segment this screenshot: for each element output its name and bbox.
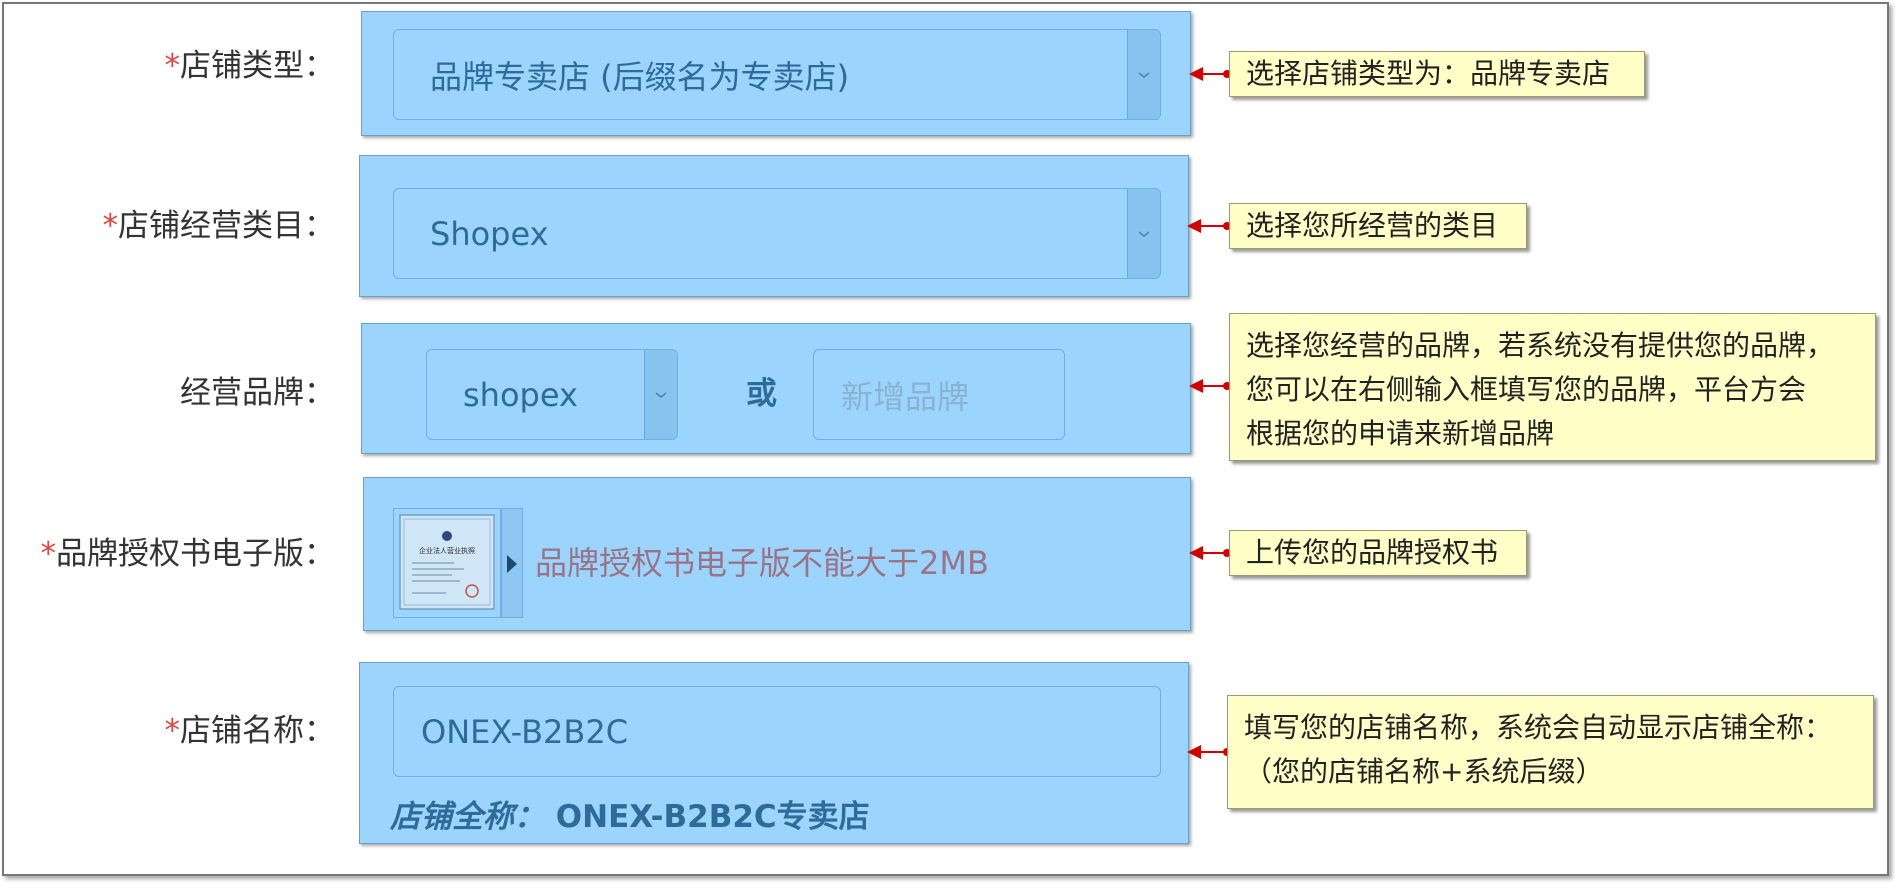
license-thumbnail[interactable]: 企业法人营业执照 (393, 508, 501, 618)
license-tip: 上传您的品牌授权书 (1229, 530, 1527, 576)
chevron-down-icon (1138, 71, 1150, 78)
license-size-hint: 品牌授权书电子版不能大于2MB (535, 544, 989, 582)
license-document-image: 企业法人营业执照 (399, 514, 495, 610)
required-mark: * (164, 713, 181, 749)
new-brand-input[interactable]: 新增品牌 (813, 349, 1065, 440)
store-name-value: ONEX-B2B2C (421, 712, 629, 751)
brand-panel: shopex 或 新增品牌 (361, 323, 1191, 454)
store-type-panel: 品牌专卖店 (后缀名为专卖店) (361, 11, 1191, 136)
store-name-panel: ONEX-B2B2C 店铺全称： ONEX-B2B2C专卖店 (359, 662, 1189, 844)
dropdown-toggle[interactable] (1127, 30, 1160, 119)
license-title: 企业法人营业执照 (419, 546, 475, 555)
store-full-name: 店铺全称： ONEX-B2B2C专卖店 (390, 791, 870, 836)
store-name-label: *店铺名称： (164, 713, 336, 749)
store-name-input[interactable]: ONEX-B2B2C (393, 686, 1161, 777)
pointer-arrow (1189, 546, 1229, 560)
brand-select[interactable]: shopex (426, 349, 678, 440)
brand-value: shopex (463, 375, 578, 414)
license-panel: 企业法人营业执照 品牌授权书电子版不能大于2MB (363, 477, 1191, 631)
pointer-arrow (1189, 379, 1229, 393)
category-value: Shopex (430, 214, 549, 253)
store-type-select[interactable]: 品牌专卖店 (后缀名为专卖店) (393, 29, 1161, 120)
upload-expand[interactable] (501, 508, 523, 618)
store-type-tip: 选择店铺类型为：品牌专卖店 (1229, 51, 1645, 97)
category-tip: 选择您所经营的类目 (1229, 203, 1527, 249)
full-name-value: ONEX-B2B2C专卖店 (555, 799, 870, 835)
pointer-arrow (1187, 219, 1229, 233)
pointer-arrow (1187, 745, 1229, 759)
required-mark: * (40, 536, 57, 572)
required-mark: * (164, 48, 181, 84)
full-name-key: 店铺全称： (390, 799, 545, 835)
category-select[interactable]: Shopex (393, 188, 1161, 279)
category-panel: Shopex (359, 155, 1189, 297)
chevron-down-icon (655, 391, 667, 398)
store-type-value: 品牌专卖店 (后缀名为专卖店) (430, 57, 850, 96)
store-name-tip: 填写您的店铺名称，系统会自动显示店铺全称： （您的店铺名称+系统后缀） (1227, 695, 1874, 809)
dropdown-toggle[interactable] (644, 350, 677, 439)
store-type-label: *店铺类型： (164, 48, 336, 84)
brand-tip: 选择您经营的品牌，若系统没有提供您的品牌， 您可以在右侧输入框填写您的品牌，平台… (1229, 313, 1876, 461)
or-separator: 或 (746, 376, 777, 412)
dropdown-toggle[interactable] (1127, 189, 1160, 278)
chevron-down-icon (1138, 230, 1150, 237)
license-label: *品牌授权书电子版： (40, 536, 336, 572)
category-label: *店铺经营类目： (102, 208, 336, 244)
required-mark: * (102, 208, 119, 244)
caret-right-icon (507, 555, 517, 573)
pointer-arrow (1189, 67, 1229, 81)
brand-label: 经营品牌： (180, 375, 335, 411)
new-brand-placeholder: 新增品牌 (841, 377, 970, 416)
